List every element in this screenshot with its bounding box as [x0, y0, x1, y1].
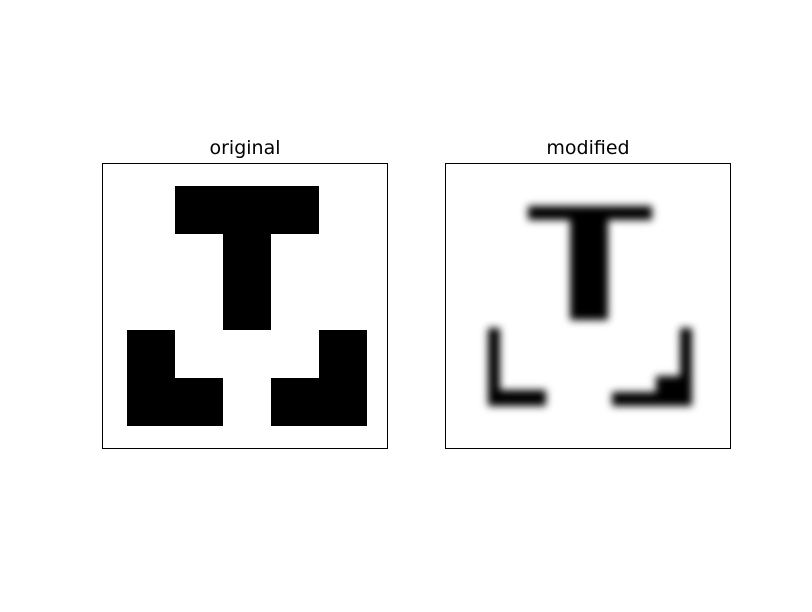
t-shape-top-bar	[175, 186, 319, 234]
original-image-panel	[102, 163, 388, 449]
modified-panel-title: modified	[546, 137, 630, 159]
modified-image	[488, 206, 692, 406]
original-panel-title: original	[209, 137, 281, 159]
modified-image-panel	[445, 163, 731, 449]
t-shape-stem	[223, 234, 271, 330]
original-image	[127, 186, 367, 426]
t-shape-stem-blurred	[570, 220, 608, 320]
t-shape-top-bar-blurred	[528, 206, 652, 220]
left-l-shape-blurred	[488, 328, 546, 406]
right-l-shape-blurred	[612, 328, 692, 406]
right-l-shape	[271, 330, 367, 426]
left-l-shape	[127, 330, 223, 426]
